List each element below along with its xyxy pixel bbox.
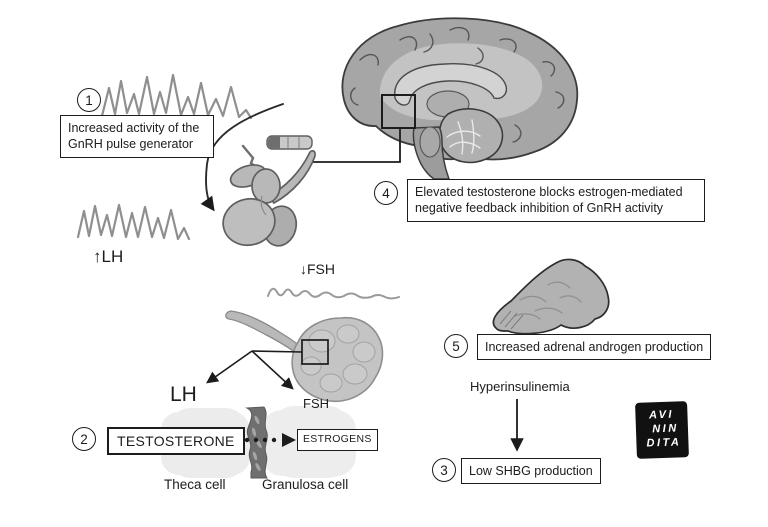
step-3-box: Low SHBG production: [461, 458, 601, 485]
brain-illustration: [313, 17, 579, 180]
step-5-digit: 5: [452, 338, 460, 354]
fsh-wave: [267, 287, 400, 300]
brain-inset-box: [381, 94, 416, 129]
step-3-number: 3: [432, 458, 456, 482]
avinindita-signature-logo: AVI NIN DITA: [635, 401, 689, 459]
step-5-box: Increased adrenal androgen production: [477, 334, 712, 361]
fsh-label: FSH: [303, 396, 329, 411]
estrogens-box: ESTROGENS: [297, 429, 378, 451]
step-3-digit: 3: [440, 462, 448, 478]
pituitary-illustration: [222, 144, 316, 247]
step-1-number: 1: [77, 88, 101, 112]
step-4-digit: 4: [382, 185, 390, 201]
step-5-number: 5: [444, 334, 468, 358]
step-4-number: 4: [374, 181, 398, 205]
gnrh-to-pituitary-arrow: [200, 103, 284, 212]
step-1-box: Increased activity of the GnRH pulse gen…: [60, 115, 214, 158]
lh-pulse-wave: [76, 203, 191, 241]
ovary-illustration: [206, 310, 384, 403]
step-1-digit: 1: [85, 92, 93, 108]
lh-increase-label: ↑LH: [93, 247, 124, 266]
hyperinsulinemia-label: Hyperinsulinemia: [470, 379, 570, 394]
theca-cell-label: Theca cell: [164, 477, 226, 492]
lh-label: LH: [170, 383, 197, 406]
ovary-to-lh-arrow: [206, 350, 253, 384]
step-2-number: 2: [72, 427, 96, 451]
adrenal-gland-illustration: [492, 258, 610, 335]
capsule-marker: [266, 135, 313, 150]
testosterone-box: TESTOSTERONE: [107, 427, 245, 456]
ovary-to-fsh-arrow: [251, 350, 294, 390]
fsh-decrease-label: ↓FSH: [300, 261, 335, 277]
step-4-box: Elevated testosterone blocks estrogen-me…: [407, 179, 705, 222]
logo-line-3: DITA: [646, 435, 682, 450]
inset-connector-line: [313, 128, 401, 163]
granulosa-cell-label: Granulosa cell: [262, 477, 349, 492]
gnrh-pulse-wave: [100, 73, 253, 120]
step-2-digit: 2: [80, 431, 88, 447]
